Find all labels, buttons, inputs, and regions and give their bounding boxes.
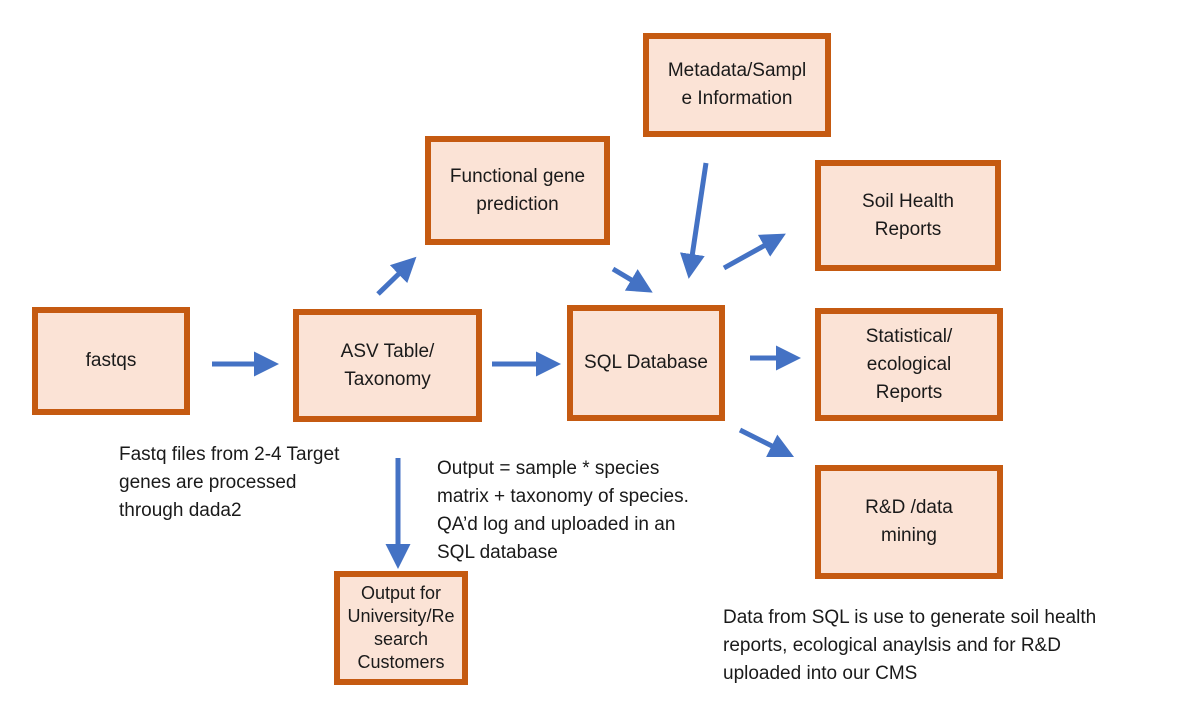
metadata-box: Metadata/Sampl e Information (643, 33, 831, 137)
statistical-box: Statistical/ ecological Reports (815, 308, 1003, 421)
asv-output-note: Output = sample * species matrix + taxon… (437, 458, 689, 563)
university-output-box: Output for University/Re search Customer… (334, 571, 468, 685)
arrow-metadata-to-sql (680, 162, 709, 279)
fastqs-box: fastqs (32, 307, 190, 415)
arrow-functional-to-sql (611, 266, 653, 293)
rnd-box: R&D /data mining (815, 465, 1003, 579)
soil-health-box: Soil Health Reports (815, 160, 1001, 271)
functional-gene-box: Functional gene prediction (425, 136, 610, 245)
sql-usage-note: Data from SQL is use to generate soil he… (723, 607, 1097, 684)
arrow-sql-to-soil-health (722, 233, 786, 271)
fastq-processing-note: Fastq files from 2-4 Target genes are pr… (119, 444, 340, 521)
sql-database-box: SQL Database (567, 305, 725, 421)
arrow-asv-to-functional (376, 256, 417, 296)
asv-table-box: ASV Table/ Taxonomy (293, 309, 482, 422)
arrow-sql-to-rnd (738, 427, 795, 458)
